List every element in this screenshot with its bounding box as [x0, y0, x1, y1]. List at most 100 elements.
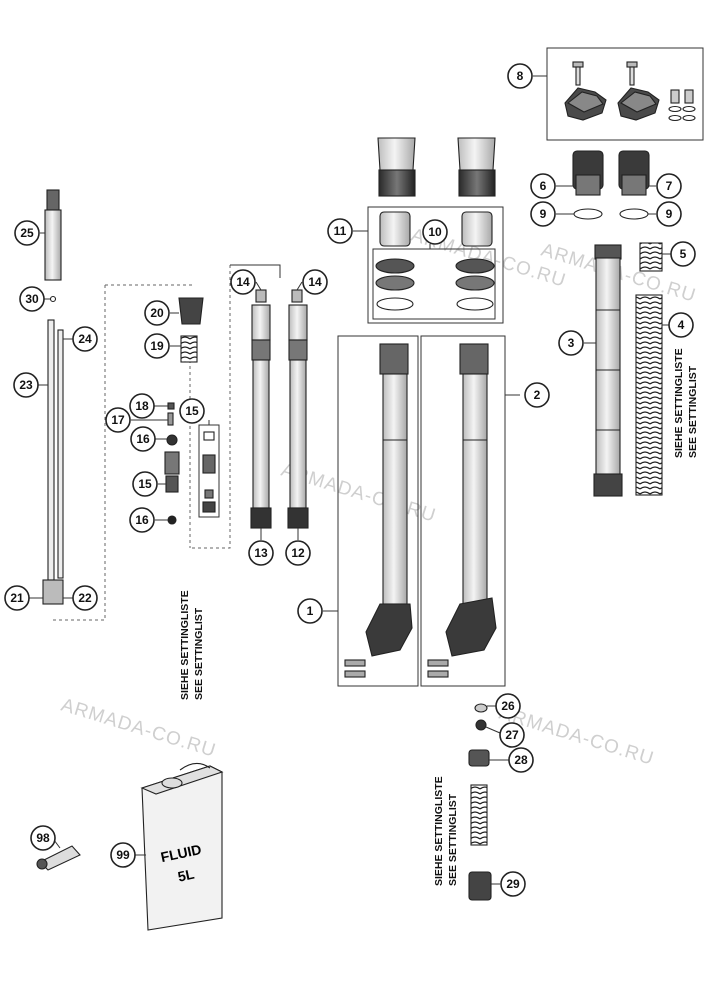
callout-15: 15 — [179, 398, 205, 424]
svg-text:9: 9 — [666, 207, 673, 221]
callout-14: 14 — [302, 269, 328, 295]
svg-text:99: 99 — [116, 848, 130, 862]
inner-tubes — [250, 289, 309, 529]
svg-text:7: 7 — [666, 179, 673, 193]
part-group-box-10-11 — [367, 206, 504, 324]
callout-24: 22 — [72, 585, 98, 611]
fluid-can: FLUID 5L — [140, 762, 224, 931]
callout-10: 10 — [422, 219, 448, 245]
callout-5: 5 — [670, 241, 696, 267]
fork-leg-right — [427, 343, 497, 678]
group-line-14 — [190, 265, 231, 549]
svg-text:28: 28 — [514, 753, 528, 767]
callout-20: 18 — [129, 393, 155, 419]
svg-text:14: 14 — [236, 275, 250, 289]
note-siehe: SIEHE SETTINGLISTE — [433, 776, 445, 886]
damper-parts — [164, 297, 220, 525]
grease-tube — [36, 845, 81, 871]
callout-3: 3 — [558, 330, 584, 356]
main-spring — [635, 294, 663, 496]
callout-16: 16 — [129, 507, 155, 533]
note-see: SEE SETTINGLIST — [193, 607, 205, 700]
note-see: SEE SETTINGLIST — [447, 793, 459, 886]
callout-25: 23 — [13, 372, 39, 398]
callout-12: 12 — [285, 540, 311, 566]
callout-29: 27 — [499, 722, 525, 748]
svg-text:17: 17 — [111, 413, 125, 427]
fork-leg-box-right — [420, 335, 506, 687]
svg-text:22: 22 — [78, 591, 92, 605]
callout-13: 13 — [248, 540, 274, 566]
note-see: SEE SETTINGLIST — [687, 365, 699, 458]
svg-text:24: 24 — [78, 332, 92, 346]
cartridge-tube — [593, 244, 623, 497]
svg-text:29: 29 — [506, 877, 520, 891]
svg-text:15: 15 — [185, 404, 199, 418]
callout-6: 6 — [530, 173, 556, 199]
callout-19: 17 — [105, 407, 131, 433]
svg-text:27: 27 — [505, 728, 519, 742]
svg-text:4: 4 — [678, 318, 685, 332]
note-siehe: SIEHE SETTINGLISTE — [179, 590, 191, 700]
svg-text:12: 12 — [291, 546, 305, 560]
callout-18: 16 — [130, 426, 156, 452]
svg-text:98: 98 — [36, 831, 50, 845]
setting-note-spring: SIEHE SETTINGLISTE SEE SETTINGLIST — [673, 348, 699, 458]
callout-98: 98 — [30, 825, 56, 851]
callout-26: 24 — [72, 326, 98, 352]
svg-text:1: 1 — [307, 604, 314, 618]
svg-text:2: 2 — [534, 388, 541, 402]
upper-fork-sleeves — [377, 137, 496, 197]
seal-kit — [372, 211, 496, 320]
preload-spring — [639, 242, 663, 272]
callout-30: 28 — [508, 747, 534, 773]
lower-parts — [468, 703, 492, 901]
callout-4: 4 — [668, 312, 694, 338]
callout-9: 9 — [656, 201, 682, 227]
fork-caps — [572, 150, 650, 220]
callouts: 8 6 7 9 9 11 10 5 4 3 2 1 14 14 13 12 20… — [4, 63, 696, 897]
svg-text:11: 11 — [334, 224, 347, 238]
rod-parts — [42, 189, 64, 605]
part-group-box-8 — [546, 47, 704, 141]
svg-text:23: 23 — [19, 378, 33, 392]
callout-22: 20 — [144, 300, 170, 326]
svg-text:16: 16 — [135, 513, 149, 527]
callout-99: 99 — [110, 842, 136, 868]
svg-text:30: 30 — [25, 292, 39, 306]
svg-text:19: 19 — [150, 339, 164, 353]
callout-7: 7 — [656, 173, 682, 199]
callout-17: 15 — [132, 471, 158, 497]
svg-text:16: 16 — [136, 432, 150, 446]
fork-leg-left — [344, 343, 413, 678]
group-line-damper — [105, 284, 195, 548]
svg-text:13: 13 — [254, 546, 268, 560]
svg-text:8: 8 — [517, 69, 524, 83]
svg-text:18: 18 — [135, 399, 149, 413]
callout-8: 8 — [507, 63, 533, 89]
setting-note-lower: SIEHE SETTINGLISTE SEE SETTINGLIST — [433, 776, 459, 886]
callout-31: 29 — [500, 871, 526, 897]
callout-14: 14 — [230, 269, 256, 295]
callout-32: 30 — [19, 286, 45, 312]
svg-text:20: 20 — [150, 306, 164, 320]
svg-text:21: 21 — [10, 591, 24, 605]
callout-2: 2 — [524, 382, 550, 408]
can-label-line2: 5L — [176, 865, 196, 884]
setting-note-damper: SIEHE SETTINGLISTE SEE SETTINGLIST — [179, 590, 205, 700]
svg-text:14: 14 — [308, 275, 322, 289]
callout-9: 9 — [530, 201, 556, 227]
svg-text:25: 25 — [20, 226, 34, 240]
svg-text:6: 6 — [540, 179, 547, 193]
fork-leg-box-left — [337, 335, 419, 687]
svg-text:15: 15 — [138, 477, 152, 491]
note-siehe: SIEHE SETTINGLISTE — [673, 348, 685, 458]
svg-text:3: 3 — [568, 336, 575, 350]
callout-11: 11 — [327, 218, 353, 244]
svg-text:26: 26 — [501, 699, 515, 713]
callout-28: 26 — [495, 693, 521, 719]
watermark: ARMADA-CO.RU — [59, 695, 219, 762]
triple-clamp-bolt-set — [564, 61, 696, 122]
callout-23: 21 — [4, 585, 30, 611]
callout-1: 1 — [297, 598, 323, 624]
